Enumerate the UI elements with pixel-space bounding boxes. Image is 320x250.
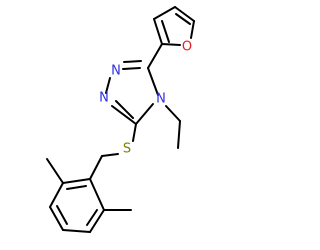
bond-b5-b6 (89, 209, 105, 233)
bond-furan-c2-c3 (153, 18, 163, 45)
bond-c5-furan (147, 43, 163, 69)
bond-b2-b3 (49, 182, 64, 208)
bond-b1-b2-double (66, 185, 87, 190)
bond-ch2-ring (89, 155, 103, 180)
methyl-groups (46, 158, 132, 211)
furan-ring (147, 6, 195, 69)
bond-b5-b6-double (86, 209, 98, 226)
bond-b3-b4 (49, 206, 64, 231)
bond-s-ch2 (101, 153, 119, 157)
molecule-diagram: N N N O S (46, 6, 195, 233)
atom-s-thio: S (123, 142, 131, 157)
atom-o-furan: O (182, 40, 192, 55)
bond-furan-c2-c3-double (161, 20, 170, 43)
bond-n2-n1 (105, 77, 111, 94)
thioether-linker (89, 123, 137, 180)
bond-furan-c4-c5-double (175, 13, 191, 25)
bond-c3-n2-double (115, 100, 134, 119)
bond-furan-c4-c5 (174, 6, 195, 22)
bond-ch2-ch3 (177, 120, 181, 149)
bond-b2-methyl (46, 158, 64, 184)
bond-n4-ch2 (165, 105, 181, 122)
ethyl-group (165, 105, 181, 149)
bond-c3-s (132, 123, 137, 142)
benzene-ring (49, 178, 105, 233)
bond-b1-b2 (62, 178, 91, 184)
bond-c3-n2 (111, 105, 137, 125)
bond-furan-c3-c4 (153, 6, 176, 20)
bond-furan-c5-o (190, 20, 195, 39)
atom-n-ring4: N (156, 92, 166, 107)
bond-b4-b5 (62, 229, 91, 233)
atom-n-lower: N (99, 91, 109, 106)
triazole-ring (105, 60, 159, 125)
atom-labels: N N N O S (99, 40, 192, 157)
bond-n1-c5-double (123, 60, 142, 63)
bond-b6-b1 (89, 178, 105, 211)
atom-n-upper: N (111, 64, 121, 79)
bond-furan-o-c2 (161, 43, 181, 46)
bond-n4-c3 (135, 103, 154, 125)
bond-n1-c5 (122, 67, 141, 70)
bond-b3-b4-double (56, 205, 68, 225)
bond-c5-n4 (147, 67, 159, 96)
